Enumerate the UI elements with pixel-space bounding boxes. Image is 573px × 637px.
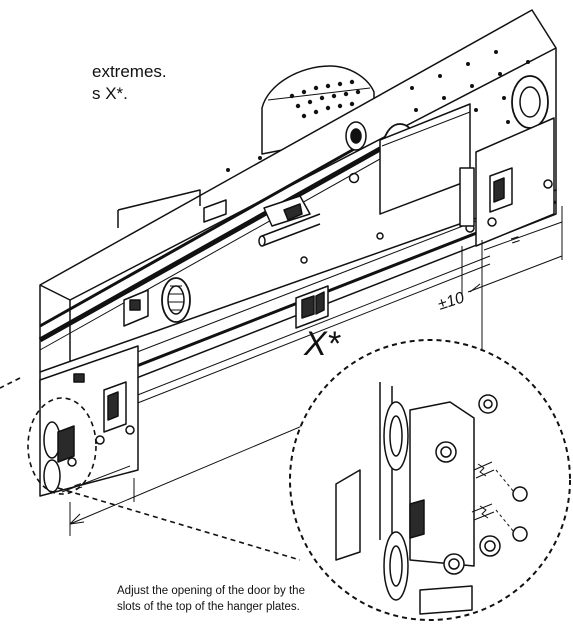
span-dimension-label: X* — [304, 325, 340, 363]
instruction-line-1: extremes. — [92, 62, 167, 81]
upper-latch — [203, 195, 311, 227]
pulley-far-right — [511, 75, 549, 129]
motor-pulley — [345, 121, 367, 151]
detail-zoom — [335, 382, 528, 615]
center-lock — [295, 285, 329, 329]
pulley-left — [161, 277, 191, 323]
hanger-left — [39, 345, 139, 497]
hanger-right — [379, 103, 555, 247]
instruction-line-2: s X*. — [92, 84, 128, 103]
caption-line-2: slots of the top of the hanger plates. — [117, 601, 300, 613]
drive-belt — [38, 137, 398, 351]
mid-bracket — [123, 289, 149, 327]
caption-line-1: Adjust the opening of the door by the — [117, 585, 305, 597]
shaft — [258, 213, 384, 264]
